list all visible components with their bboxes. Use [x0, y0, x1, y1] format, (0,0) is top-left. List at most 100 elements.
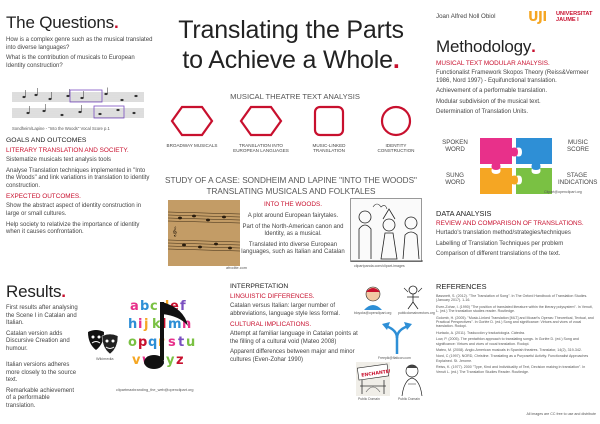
methodology-text-4: Determination of Translation Units.: [436, 109, 529, 116]
reference-item: Even-Zohar, I. (1990) "The position of t…: [436, 304, 593, 314]
results-section: Results. First results after analysing t…: [6, 282, 86, 357]
hexagon-icon: [239, 105, 283, 137]
data-analysis-text-3: Comparison of different translations of …: [436, 251, 561, 258]
university-logo: UJI UNIVERSITAT JAUME I: [528, 10, 596, 30]
interpretation-credit-5: Public Domain: [398, 397, 420, 401]
svg-text:l: l: [162, 317, 166, 332]
hexagon-icon: [170, 105, 214, 137]
methodology-text-1: Functionalist Framework Skopos Theory (R…: [436, 70, 589, 84]
case-credit-left: afrodite.com: [226, 266, 247, 270]
case-credit-right: clipartpanda.com/clipart-images: [354, 264, 405, 268]
goals-text-3: Show the abstract aspect of identity con…: [6, 203, 142, 217]
square-icon: [313, 105, 345, 137]
svg-text:e: e: [170, 299, 179, 314]
svg-text:k: k: [152, 317, 161, 332]
mtta-item-music-linked: MUSIC-LINKED TRANSLATION: [300, 104, 358, 154]
references-heading: REFERENCES: [436, 282, 487, 291]
enchanted-sign-image: ENCHANTED: [356, 362, 393, 396]
svg-text:n: n: [182, 317, 191, 332]
goals-text-1: Sistematize musicals text analysis tools: [6, 157, 112, 163]
interpretation-section: INTERPRETATION LINGUISTIC DIFFERENCES. C…: [230, 283, 358, 368]
masks-credit: Wikimedia: [96, 357, 114, 361]
goals-subheading-2: EXPECTED OUTCOMES.: [6, 193, 81, 201]
fairytale-illustration: [350, 198, 423, 262]
goals-text-4: Help society to relativize the importanc…: [6, 221, 140, 236]
enchanted-sign-text: ENCHANTED: [361, 368, 390, 378]
interpretation-credit-4: Public Domain: [358, 397, 380, 401]
case-heading-line-2: TRANSLATING MUSICALS AND FOLKTALES: [206, 187, 376, 196]
reference-item: Reiss, K. (1977). 2000 "Type, Kind and I…: [436, 365, 586, 374]
data-analysis-text-2: Labelling of Translation Techniques per …: [436, 240, 564, 247]
mtta-item-european: TRANSLATION INTO EUROPEAN LANGUAGES: [232, 104, 290, 154]
results-heading: Results.: [6, 282, 66, 301]
music-score-image: [10, 87, 146, 125]
uji-logo-mark: UJI: [528, 10, 547, 25]
interpretation-heading: INTERPRETATION: [230, 283, 289, 290]
university-name: UNIVERSITAT JAUME I: [556, 11, 592, 24]
reference-item: Bassnett, S. (2012). "The Translation of…: [436, 294, 588, 303]
svg-text:a: a: [130, 299, 139, 314]
questions-section: The Questions. How is a complex genre su…: [6, 13, 154, 70]
split-arrows-icon: [380, 320, 414, 356]
reference-item: Hurtado, A. (2011). Traducción y traduct…: [436, 330, 526, 335]
case-text-1: A plot around European fairytales.: [247, 213, 339, 219]
svg-text:v: v: [132, 353, 141, 368]
data-analysis-text-1: Hurtado's translation method/strategies/…: [436, 230, 571, 236]
into-the-woods-subheading: INTO THE WOODS.: [264, 201, 322, 208]
interpretation-subheading-1: LINGUISTIC DIFFERENCES.: [230, 293, 315, 300]
svg-text:𝄞: 𝄞: [172, 226, 177, 237]
methodology-text-2: Achievement of a performable translation…: [436, 88, 548, 95]
case-text-2: Part of the North-American canon and Ide…: [242, 223, 344, 238]
university-name-line-1: UNIVERSITAT: [556, 11, 593, 17]
reference-item: Mateo, M. (2008). Anglo-American musical…: [436, 348, 582, 353]
data-analysis-heading: DATA ANALYSIS: [436, 209, 492, 218]
mtta-label-1: BROADWAY MUSICALS: [166, 143, 218, 148]
svg-text:f: f: [180, 299, 186, 314]
theatre-masks-image: [86, 328, 122, 356]
references-section: REFERENCES Bassnett, S. (2012). "The Tra…: [436, 283, 596, 376]
question-2: What is the contribution of musicals to …: [6, 55, 135, 69]
mtta-shapes: BROADWAY MUSICALS TRANSLATION INTO EUROP…: [160, 104, 428, 164]
man-sketch-image: [396, 362, 428, 397]
vintage-score-image: 𝄞: [168, 200, 240, 266]
results-text-3: Italian versions adheres more closely to…: [6, 362, 77, 384]
score-caption: Sondheim/Lapine - "Into the Woods" Vocal…: [12, 126, 110, 131]
methodology-subheading: MUSICAL TEXT MODULAR ANALYSIS.: [436, 60, 550, 67]
mtta-item-identity: IDENTITY CONSTRUCTION: [368, 104, 424, 154]
author-name: Joan Alfred Noll Obiol: [436, 13, 496, 20]
svg-text:o: o: [128, 335, 137, 350]
svg-text:t: t: [178, 335, 184, 350]
title-line-1: Translating the Parts: [178, 16, 404, 44]
case-heading: STUDY OF A CASE: SONDHEIM AND LAPINE "IN…: [156, 175, 426, 197]
mtta-item-broadway: BROADWAY MUSICALS: [164, 104, 220, 148]
results-text-2: Catalan version adds Discursive Creation…: [6, 330, 70, 352]
title-line-2: to Achieve a Whole.: [182, 46, 400, 74]
svg-text:z: z: [176, 353, 184, 368]
university-name-line-2: JAUME I: [556, 17, 579, 24]
goals-text-2: Analyse Translation techniques implement…: [6, 167, 150, 189]
svg-text:s: s: [168, 335, 176, 350]
svg-text:c: c: [150, 299, 158, 314]
svg-text:j: j: [143, 317, 148, 332]
methodology-section: Methodology. MUSICAL TEXT MODULAR ANALYS…: [436, 37, 594, 120]
reference-item: Golomb, H. (2005). "Music-Linked Transla…: [436, 315, 594, 329]
svg-text:b: b: [140, 299, 149, 314]
results-section-lower: Italian versions adheres more closely to…: [6, 362, 80, 414]
case-text-3: Translated into diverse European languag…: [241, 241, 345, 256]
results-text-1: First results after analysing the Scene …: [6, 305, 78, 327]
goals-subheading-1: LITERARY TRANSLATION AND SOCIETY.: [6, 147, 129, 154]
mtta-label-2: TRANSLATION INTO EUROPEAN LANGUAGES: [233, 143, 289, 154]
figure-icon: [400, 284, 426, 310]
circle-icon: [380, 105, 412, 137]
interpretation-credit-3: Freepik@flaticon.com: [378, 356, 411, 360]
svg-text:y: y: [166, 353, 175, 368]
svg-text:h: h: [128, 317, 137, 332]
reference-item: Low, P. (2005). The pentathlon approach …: [436, 337, 579, 346]
mtta-label-4: IDENTITY CONSTRUCTION: [377, 143, 415, 154]
poster-title: Translating the Parts to Achieve a Whole…: [156, 15, 426, 75]
